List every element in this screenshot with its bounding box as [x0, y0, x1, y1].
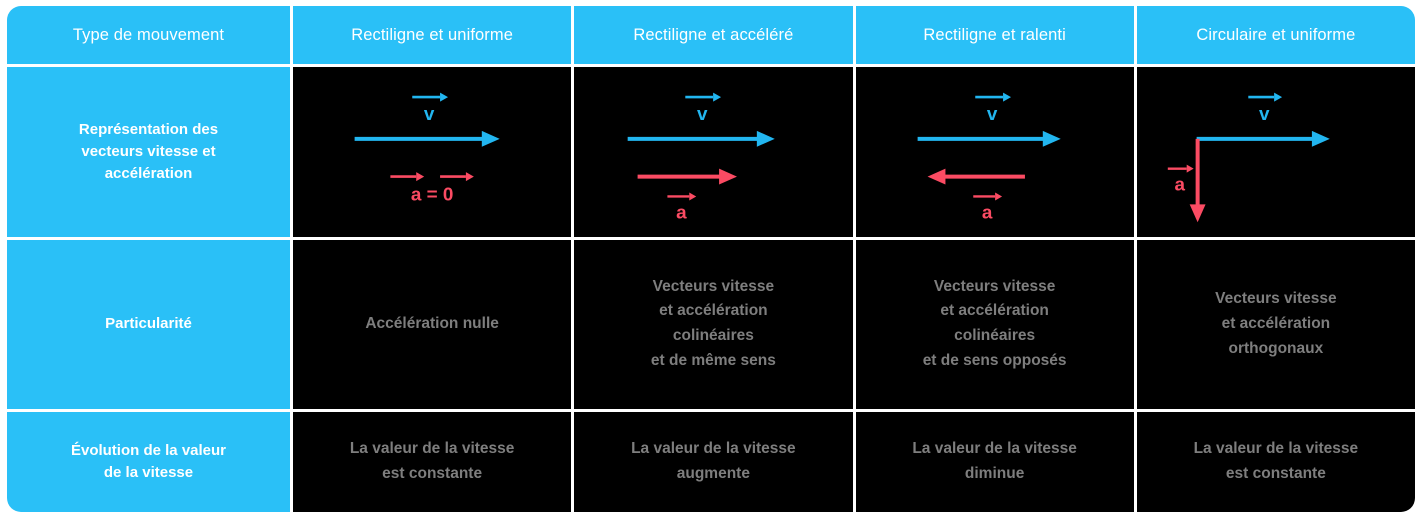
cell-text: La valeur de la vitesse est constante — [349, 440, 515, 482]
diagram-cell-v-right-a-right: v a — [574, 67, 853, 237]
header-cell-rectiligne-uniforme: Rectiligne et uniforme — [293, 6, 572, 64]
table-row: Représentation des vecteurs vitesse et a… — [7, 67, 1415, 237]
cell-particularite-uniforme: Accélération nulle — [293, 239, 572, 409]
cell-evolution-uniforme: La valeur de la vitesse est constante — [293, 412, 572, 512]
cell-evolution-accelere: La valeur de la vitesse augmente — [574, 412, 853, 512]
a-label-arrow-icon — [390, 172, 425, 182]
table-row: Évolution de la valeur de la vitesse La … — [7, 412, 1415, 512]
acceleration-vector-arrow-icon — [927, 168, 1025, 185]
cell-text: Vecteurs vitesse et accélération orthogo… — [1215, 290, 1337, 357]
header-label: Rectiligne et uniforme — [351, 25, 514, 44]
v-label: v — [424, 104, 435, 125]
header-cell-circulaire-uniforme: Circulaire et uniforme — [1136, 6, 1415, 64]
vector-diagram-decelerated: v a — [917, 92, 1061, 223]
a-label-arrow-icon — [1167, 164, 1194, 173]
row-label-representation-vecteurs: Représentation des vecteurs vitesse et a… — [7, 67, 290, 237]
cell-text: La valeur de la vitesse est constante — [1193, 440, 1359, 482]
vector-diagram-accelerated: v a — [627, 92, 775, 223]
row-label-particularite: Particularité — [7, 239, 290, 409]
v-label: v — [986, 104, 997, 125]
header-label: Rectiligne et ralenti — [923, 25, 1066, 44]
cell-text: Vecteurs vitesse et accélération colinéa… — [650, 277, 776, 370]
cell-evolution-ralenti: La valeur de la vitesse diminue — [855, 412, 1134, 512]
velocity-vector-arrow-icon — [1196, 130, 1330, 147]
header-label: Type de mouvement — [72, 25, 225, 44]
acceleration-vector-arrow-icon — [1189, 138, 1206, 223]
a-label: a — [1174, 175, 1185, 196]
movement-types-table: Type de mouvement Rectiligne et uniforme… — [7, 6, 1415, 512]
zero-label-arrow-icon — [440, 172, 474, 182]
header-label: Rectiligne et accéléré — [633, 25, 794, 44]
header-cell-rectiligne-ralenti: Rectiligne et ralenti — [855, 6, 1134, 64]
velocity-vector-arrow-icon — [354, 130, 500, 147]
a-label-arrow-icon — [667, 192, 697, 201]
vector-diagram-uniform: v a = 0 — [354, 92, 500, 205]
cell-text: La valeur de la vitesse augmente — [631, 440, 796, 482]
a-label-arrow-icon — [972, 192, 1002, 201]
cell-particularite-accelere: Vecteurs vitesse et accélération colinéa… — [574, 239, 853, 409]
velocity-vector-arrow-icon — [627, 130, 775, 147]
a-equals-zero-label: a = 0 — [411, 184, 454, 205]
cell-evolution-circulaire: La valeur de la vitesse est constante — [1136, 412, 1415, 512]
row-label-evolution-vitesse: Évolution de la valeur de la vitesse — [7, 412, 290, 512]
a-label: a — [981, 202, 992, 223]
cell-text: Vecteurs vitesse et accélération colinéa… — [922, 277, 1067, 370]
v-label-arrow-icon — [685, 92, 722, 102]
cell-text: Accélération nulle — [365, 314, 499, 332]
velocity-vector-arrow-icon — [917, 130, 1061, 147]
v-label: v — [1259, 104, 1270, 125]
vector-diagram-circular: v a — [1167, 92, 1330, 223]
acceleration-vector-arrow-icon — [637, 168, 738, 185]
v-label-arrow-icon — [974, 92, 1011, 102]
a-label: a — [676, 202, 687, 223]
diagram-cell-v-right-a-left: v a — [855, 67, 1134, 237]
row-label-text: Évolution de la valeur de la vitesse — [70, 442, 227, 481]
diagram-cell-v-right-a-down: v a — [1136, 67, 1415, 237]
v-label-arrow-icon — [412, 92, 449, 102]
header-label: Circulaire et uniforme — [1196, 25, 1356, 44]
cell-text: La valeur de la vitesse diminue — [912, 440, 1077, 482]
header-cell-type-de-mouvement: Type de mouvement — [7, 6, 290, 64]
v-label: v — [697, 104, 708, 125]
header-cell-rectiligne-accelere: Rectiligne et accéléré — [574, 6, 853, 64]
row-label-text: Représentation des vecteurs vitesse et a… — [78, 121, 219, 182]
table-row: Particularité Accélération nulle Vecteur… — [7, 239, 1415, 409]
row-label-text: Particularité — [105, 315, 192, 333]
cell-particularite-circulaire: Vecteurs vitesse et accélération orthogo… — [1136, 239, 1415, 409]
table-header-row: Type de mouvement Rectiligne et uniforme… — [7, 6, 1415, 64]
cell-particularite-ralenti: Vecteurs vitesse et accélération colinéa… — [855, 239, 1134, 409]
diagram-cell-v-right-a-zero: v a = 0 — [293, 67, 572, 237]
v-label-arrow-icon — [1248, 92, 1282, 102]
